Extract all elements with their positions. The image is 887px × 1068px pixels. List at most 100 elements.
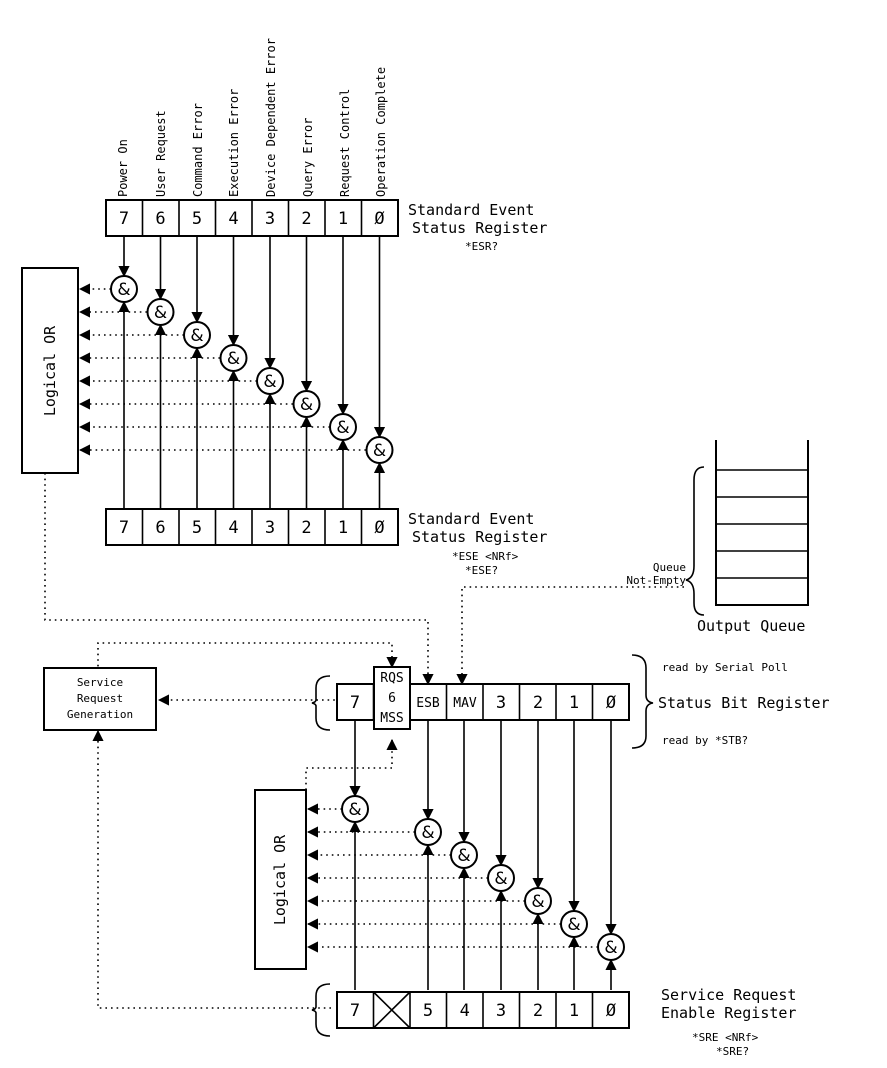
and-gate-label: &	[457, 846, 470, 866]
esr-cell-7: 7	[119, 209, 129, 229]
service-request-box	[43, 667, 157, 731]
and-gate-esr-1	[329, 413, 357, 441]
stb-cell-3: 3	[496, 693, 506, 713]
bottom-logical-or-box	[254, 789, 307, 970]
stb-to-and-lines	[349, 720, 617, 936]
sre-title-line2: Enable Register	[661, 1004, 796, 1022]
and-gate-label: &	[531, 892, 544, 912]
service-request-line2: Request	[77, 692, 123, 705]
ese-bit-labels: Power On User Request Command Error Exec…	[116, 38, 388, 197]
stb-rqs-mss-cell	[373, 666, 411, 730]
stb-rqs-label: RQS	[380, 671, 403, 686]
ese-cell-7: 7	[119, 518, 129, 538]
output-queue: Queue Not-Empty Output Queue	[626, 440, 809, 635]
and-gate-label: &	[300, 395, 313, 415]
sre-query: *SRE?	[716, 1045, 749, 1058]
ese-cell-5: 5	[192, 518, 202, 538]
and-gate-esr-6	[146, 298, 175, 326]
and-gate-label: &	[567, 915, 580, 935]
stb-cell-2: 2	[533, 693, 543, 713]
and-gate-stb-1	[560, 910, 588, 938]
and-gate-esr-0	[365, 436, 394, 464]
queue-label-line2: Not-Empty	[626, 574, 686, 587]
stb-cell-1: 1	[569, 693, 579, 713]
stb-bit6-label: 6	[388, 691, 396, 706]
service-request-line3: Generation	[67, 708, 133, 721]
esr-cell-4: 4	[228, 209, 238, 229]
esr-cell-5: 5	[192, 209, 202, 229]
stb-title: Status Bit Register	[658, 694, 830, 712]
and-gate-stb-2	[524, 887, 552, 915]
bit-label-operation-complete: Operation Complete	[374, 67, 388, 197]
bottom-and-gates: & & & & & & &	[341, 795, 625, 961]
bottom-logical-or-label: Logical OR	[271, 834, 289, 925]
output-queue-label: Output Queue	[697, 617, 805, 635]
and-gate-esr-7	[110, 275, 138, 303]
status-bit-register: RQS 6 MSS 7 ESB MAV 3 2 1 Ø Status Bit R…	[311, 654, 830, 749]
and-gate-stb-3	[487, 864, 515, 892]
and-gate-label: &	[336, 418, 349, 438]
ese-cell-0: Ø	[374, 518, 384, 538]
stb-mss-label: MSS	[380, 711, 403, 726]
queue-label-line1: Queue	[653, 561, 686, 574]
esr-register: 7 6 5 4 3 2 1 Ø Standard Event Status Re…	[105, 199, 547, 253]
sre-to-and-lines	[349, 820, 617, 990]
ese-query: *ESE?	[465, 564, 498, 577]
bottom-and-to-or-dotted	[306, 803, 598, 953]
and-gate-label: &	[263, 372, 276, 392]
stb-cell-7: 7	[350, 693, 360, 713]
and-gate-label: &	[604, 938, 617, 958]
sre-cell-0: Ø	[606, 1001, 616, 1021]
esr-title-line1: Standard Event	[408, 201, 534, 219]
bottom-logical-or: Logical OR	[254, 789, 307, 970]
and-gate-label: &	[348, 800, 361, 820]
service-request-generation: Service Request Generation	[43, 667, 157, 731]
and-gate-stb-0	[597, 933, 625, 961]
stb-cell-mav: MAV	[453, 696, 477, 711]
sre-cell-2: 2	[533, 1001, 543, 1021]
ese-cell-6: 6	[155, 518, 165, 538]
and-gate-label: &	[190, 326, 203, 346]
ese-cell-3: 3	[265, 518, 275, 538]
esr-cell-2: 2	[301, 209, 311, 229]
ese-cell-2: 2	[301, 518, 311, 538]
ese-title-line2: Status Register	[412, 528, 547, 546]
and-gate-label: &	[421, 823, 434, 843]
and-gate-label: &	[154, 303, 167, 323]
ese-cell-1: 1	[338, 518, 348, 538]
ese-register: 7 6 5 4 3 2 1 Ø Standard Event Status Re…	[105, 508, 547, 577]
stb-cell-0: Ø	[606, 693, 616, 713]
and-gate-label: &	[117, 280, 130, 300]
and-gate-label: &	[373, 441, 386, 461]
ese-cell-4: 4	[228, 518, 238, 538]
and-gate-label: &	[494, 869, 507, 889]
bit-label-user-request: User Request	[154, 110, 168, 197]
bit-label-execution-error: Execution Error	[227, 89, 241, 197]
and-gate-label: &	[227, 349, 240, 369]
stb-read-serial-poll: read by Serial Poll	[662, 661, 788, 674]
and-gate-stb-7	[341, 795, 369, 823]
bit-label-command-error: Command Error	[191, 103, 205, 197]
bit-label-device-dependent-error: Device Dependent Error	[264, 38, 278, 197]
esr-title-line2: Status Register	[412, 219, 547, 237]
sre-cell-5: 5	[423, 1001, 433, 1021]
esr-cell-0: Ø	[374, 209, 384, 229]
and-gate-stb-4	[450, 841, 478, 869]
and-gate-stb-5	[414, 818, 442, 846]
esr-cell-1: 1	[338, 209, 348, 229]
top-logical-or-label: Logical OR	[41, 325, 59, 416]
sre-title-line1: Service Request	[661, 986, 796, 1004]
sre-cell-1: 1	[569, 1001, 579, 1021]
sre-register: 7 5 4 3 2 1 Ø Service Request Enable Reg…	[311, 983, 796, 1058]
bit-label-query-error: Query Error	[301, 118, 315, 197]
service-request-line1: Service	[77, 676, 123, 689]
top-and-to-or-dotted	[78, 283, 366, 456]
and-gate-esr-5	[183, 321, 211, 349]
bit-label-request-control: Request Control	[338, 89, 352, 197]
bit-label-power-on: Power On	[116, 139, 130, 197]
stb-read-stb-query: read by *STB?	[662, 734, 748, 747]
sre-cell-7: 7	[350, 1001, 360, 1021]
esr-query: *ESR?	[465, 240, 498, 253]
ese-title-line1: Standard Event	[408, 510, 534, 528]
